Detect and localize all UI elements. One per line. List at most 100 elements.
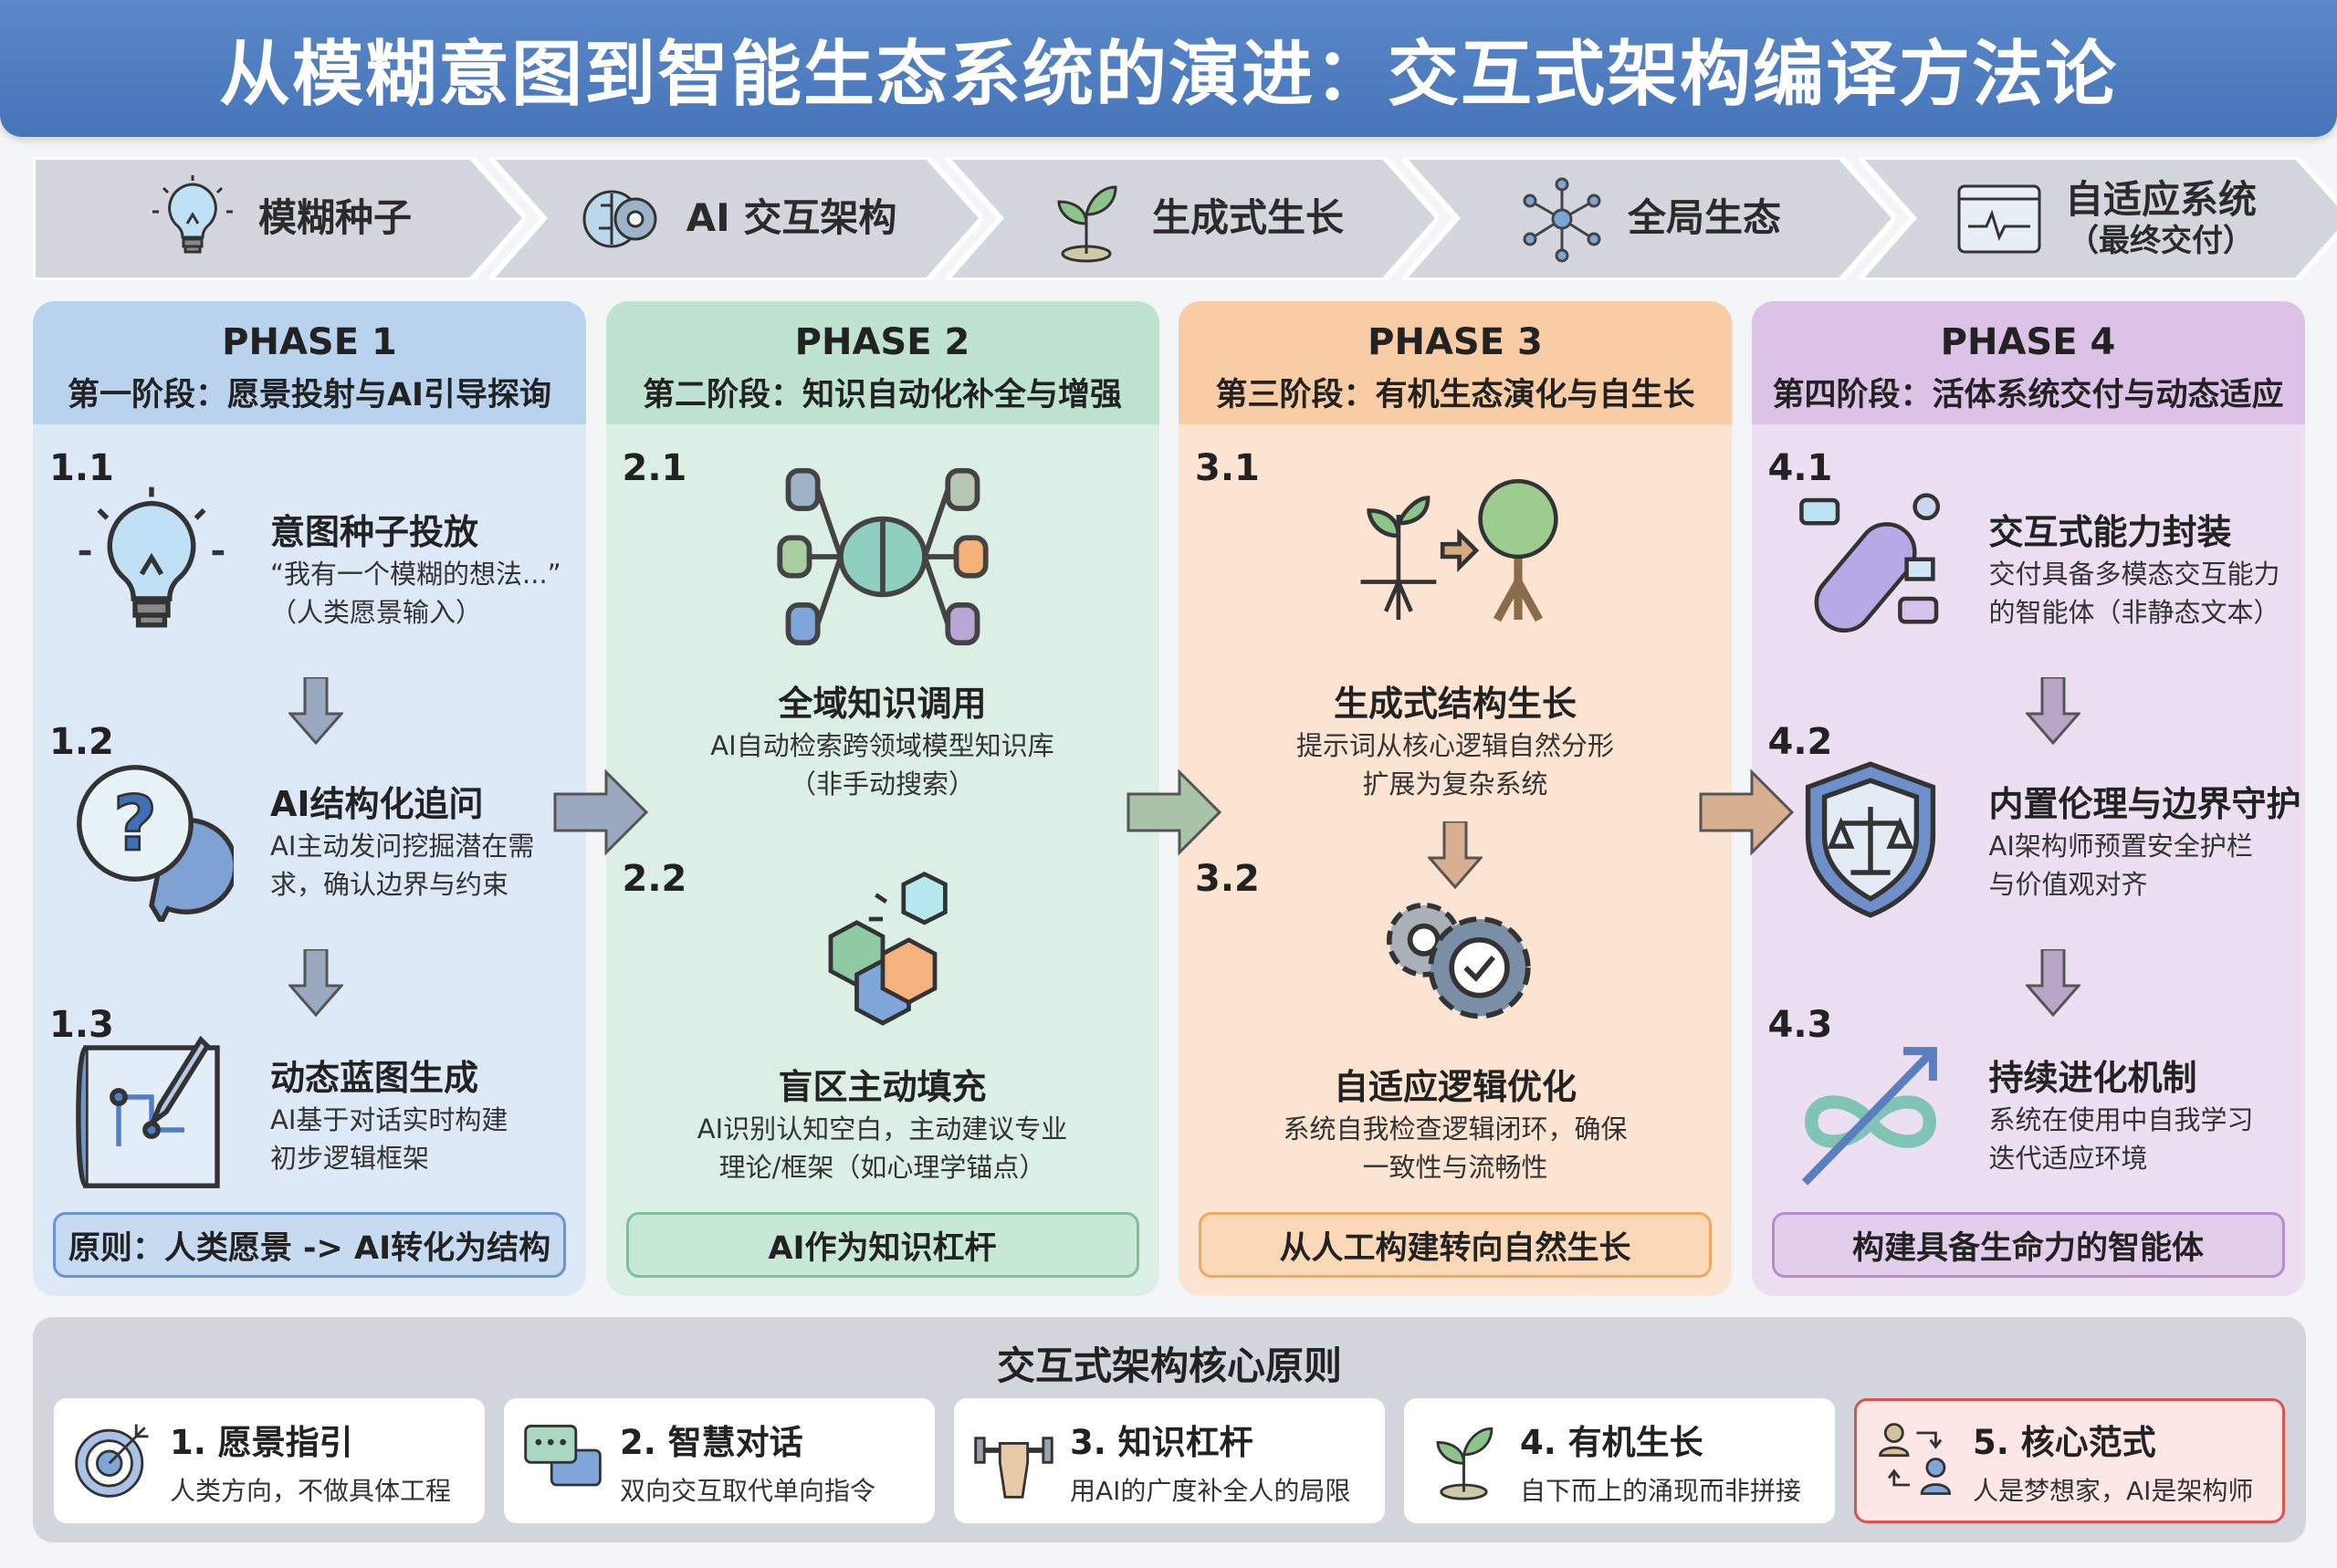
step-number: 4.3 [1767, 1004, 1833, 1046]
step-title: AI结构化追问 [270, 784, 484, 824]
step-desc: 理论/框架（如心理学锚点） [718, 1152, 1046, 1183]
stage-label: 全局生态 [1628, 195, 1781, 241]
phase-principle: 构建具备生命力的智能体 [1771, 1212, 2285, 1278]
step-title: 全域知识调用 [778, 684, 987, 724]
step-number: 4.1 [1767, 447, 1833, 489]
step-desc: AI自动检索跨领域模型知识库 [710, 730, 1054, 761]
principle-text: 4. 有机生长自下而上的涌现而非拼接 [1520, 1415, 1801, 1508]
page-title: 从模糊意图到智能生态系统的演进：交互式架构编译方法论 [218, 34, 2118, 116]
stage-2: AI 交互架构 [489, 157, 982, 280]
phase-label: PHASE 4 [1940, 321, 2116, 363]
principle-text: 2. 智慧对话双向交互取代单向指令 [620, 1415, 875, 1508]
step-title: 生成式结构生长 [1333, 684, 1577, 724]
step-title: 盲区主动填充 [778, 1067, 987, 1107]
principle-card-3: 3. 知识杠杆用AI的广度补全人的局限 [954, 1398, 1385, 1523]
cubes-icon [791, 867, 974, 1044]
phase-header: PHASE 1 第一阶段：愿景投射与AI引导探询 [33, 301, 586, 424]
question-bubble-icon: ? [69, 758, 238, 927]
principle-text: 1. 愿景指引人类方向，不做具体工程 [170, 1415, 451, 1508]
phase-subtitle: 第三阶段：有机生态演化与自生长 [1215, 377, 1695, 413]
fist-dumbbell-icon [970, 1416, 1057, 1506]
principle-title: 4. 有机生长 [1520, 1422, 1703, 1462]
step-desc: AI识别认知空白，主动建议专业 [697, 1113, 1068, 1145]
principle-card-1: 1. 愿景指引人类方向，不做具体工程 [54, 1398, 485, 1523]
down-arrow-icon [1426, 820, 1484, 894]
down-arrow-icon [287, 947, 345, 1021]
phase-subtitle: 第二阶段：知识自动化补全与增强 [642, 377, 1122, 413]
principle-title: 2. 智慧对话 [620, 1422, 803, 1462]
principle-desc: 用AI的广度补全人的局限 [1070, 1475, 1351, 1506]
core-principles-title: 交互式架构核心原则 [996, 1343, 1342, 1388]
capsule-icon [1788, 484, 1953, 652]
stage-4: 全局生态 [1402, 157, 1895, 280]
step-number: 1.2 [49, 721, 114, 763]
phase-subtitle: 第一阶段：愿景投射与AI引导探询 [67, 377, 552, 413]
stage-name: 自适应系统 [2064, 176, 2257, 222]
phase-principle: 从人工构建转向自然生长 [1199, 1212, 1712, 1278]
lightbulb-icon [69, 484, 234, 652]
principle-title: 1. 愿景指引 [170, 1422, 353, 1462]
stage-label: 模糊种子 [258, 195, 412, 241]
target-icon [70, 1416, 157, 1506]
step-desc: 系统自我检查逻辑闭环，确保 [1283, 1113, 1628, 1145]
step-number: 2.1 [622, 447, 687, 489]
step-number: 1.3 [49, 1004, 114, 1046]
down-arrow-icon [2024, 675, 2081, 749]
shield-scale-icon [1788, 758, 1953, 925]
down-arrow-icon [287, 675, 345, 749]
monitor-pulse-icon [1954, 173, 2045, 265]
phase-principle: AI作为知识杠杆 [625, 1212, 1139, 1278]
step-number: 4.2 [1767, 721, 1833, 763]
stage-1: 模糊种子 [33, 157, 526, 280]
chat-bubbles-icon: ••• [520, 1416, 607, 1506]
right-arrow-icon [551, 767, 652, 862]
people-exchange-icon [1873, 1416, 1960, 1506]
phase-header: PHASE 3 第三阶段：有机生态演化与自生长 [1179, 301, 1732, 424]
step-desc: 扩展为复杂系统 [1362, 768, 1548, 800]
step-desc: 与价值观对齐 [1988, 869, 2148, 900]
stage-sublabel: （最终交付） [2067, 223, 2254, 260]
principle-text: 5. 核心范式人是梦想家，AI是架构师 [1973, 1415, 2253, 1508]
step-title: 内置伦理与边界守护 [1988, 784, 2301, 824]
stage-label: 自适应系统（最终交付） [2065, 177, 2257, 260]
step-number: 1.1 [49, 447, 114, 489]
step-title: 交互式能力封装 [1988, 512, 2232, 552]
principle-card-5: 5. 核心范式人是梦想家，AI是架构师 [1854, 1398, 2285, 1523]
lightbulb-icon [147, 173, 238, 265]
step-desc: 迭代适应环境 [1988, 1143, 2148, 1174]
principle-desc: 自下而上的涌现而非拼接 [1520, 1475, 1802, 1506]
phase-principle: 原则：人类愿景 -> AI转化为结构 [53, 1212, 566, 1278]
brain-database-icon [718, 452, 1047, 665]
step-number: 3.2 [1195, 858, 1260, 900]
title-bar: 从模糊意图到智能生态系统的演进：交互式架构编译方法论 [0, 0, 2337, 137]
step-desc: “我有一个模糊的想法...” [270, 559, 561, 590]
svg-text:•••: ••• [532, 1432, 569, 1456]
principle-title: 5. 核心范式 [1973, 1422, 2156, 1462]
right-arrow-icon [1125, 767, 1225, 862]
right-arrow-icon [1697, 767, 1797, 862]
svg-text:?: ? [113, 779, 157, 868]
phase-label: PHASE 3 [1368, 321, 1543, 363]
step-desc: AI基于对话实时构建 [270, 1104, 508, 1135]
network-icon [1516, 173, 1608, 265]
step-desc: （人类愿景输入） [270, 597, 483, 628]
stage-name: 模糊种子 [257, 195, 412, 241]
principle-desc: 人类方向，不做具体工程 [170, 1475, 452, 1506]
principle-desc: 人是梦想家，AI是架构师 [1973, 1475, 2254, 1506]
step-desc: AI架构师预置安全护栏 [1988, 831, 2253, 862]
sprout-to-tree-icon [1291, 452, 1619, 665]
gears-check-icon [1364, 867, 1546, 1044]
step-desc: 的智能体（非静态文本） [1988, 597, 2280, 628]
stage-name: AI 交互架构 [686, 195, 897, 241]
phase-label: PHASE 1 [222, 321, 397, 363]
stage-5: 自适应系统（最终交付） [1859, 157, 2337, 280]
step-desc: 系统在使用中自我学习 [1988, 1104, 2254, 1135]
step-desc: AI主动发问挖掘潜在需 [270, 831, 535, 862]
step-desc: 提示词从核心逻辑自然分形 [1295, 730, 1614, 761]
step-title: 动态蓝图生成 [270, 1058, 479, 1098]
step-desc: 初步逻辑框架 [270, 1143, 430, 1174]
blueprint-icon [69, 1031, 234, 1199]
step-title: 意图种子投放 [270, 512, 479, 552]
